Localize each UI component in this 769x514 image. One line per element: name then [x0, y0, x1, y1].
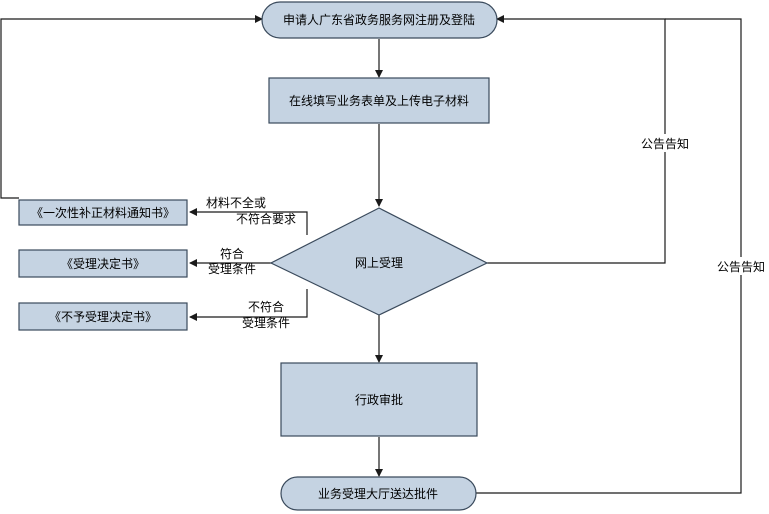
label-not-meets-line1: 不符合 — [248, 299, 284, 314]
node-accept-decision-label: 《受理决定书》 — [61, 256, 145, 271]
node-fill-form: 在线填写业务表单及上传电子材料 — [268, 77, 490, 124]
node-reject-decision: 《不予受理决定书》 — [18, 302, 188, 331]
node-notice-supplement-label: 《一次性补正材料通知书》 — [31, 206, 175, 220]
node-hall-delivery-label: 业务受理大厅送达批件 — [318, 486, 438, 501]
node-admin-approval-label: 行政审批 — [355, 392, 403, 407]
node-online-accept: 网上受理 — [269, 207, 489, 316]
label-announce-right: 公告告知 — [641, 137, 689, 151]
edge-accept-to-reject — [189, 289, 308, 321]
node-admin-approval: 行政审批 — [280, 362, 478, 437]
node-hall-delivery: 业务受理大厅送达批件 — [280, 476, 477, 511]
node-reject-decision-label: 《不予受理决定书》 — [49, 309, 157, 324]
label-announce-right-bg — [636, 134, 694, 152]
label-announce-far-right: 公告告知 — [717, 260, 765, 274]
node-register: 申请人广东省政务服务网注册及登陆 — [261, 1, 498, 39]
node-register-label: 申请人广东省政务服务网注册及登陆 — [283, 12, 475, 27]
edge-accept-to-notice — [189, 208, 308, 235]
edge-delivery-announce-register — [476, 18, 742, 494]
edge-labels: 材料不全或 不符合要求 符合 受理条件 不符合 受理条件 公告告知 公告告知 — [206, 134, 769, 330]
label-not-meets-line2: 受理条件 — [242, 316, 290, 330]
edge-notice-to-register — [0, 15, 263, 199]
label-meets-line1: 符合 — [220, 246, 244, 261]
label-incomplete-line1: 材料不全或 — [206, 195, 266, 210]
label-meets-line2: 受理条件 — [208, 262, 256, 276]
node-fill-form-label: 在线填写业务表单及上传电子材料 — [289, 93, 469, 108]
node-accept-decision: 《受理决定书》 — [18, 249, 188, 278]
node-online-accept-label: 网上受理 — [355, 256, 403, 270]
node-notice-supplement: 《一次性补正材料通知书》 — [18, 199, 188, 226]
label-incomplete-line2: 不符合要求 — [236, 211, 296, 226]
label-announce-far-right-bg — [712, 257, 769, 275]
